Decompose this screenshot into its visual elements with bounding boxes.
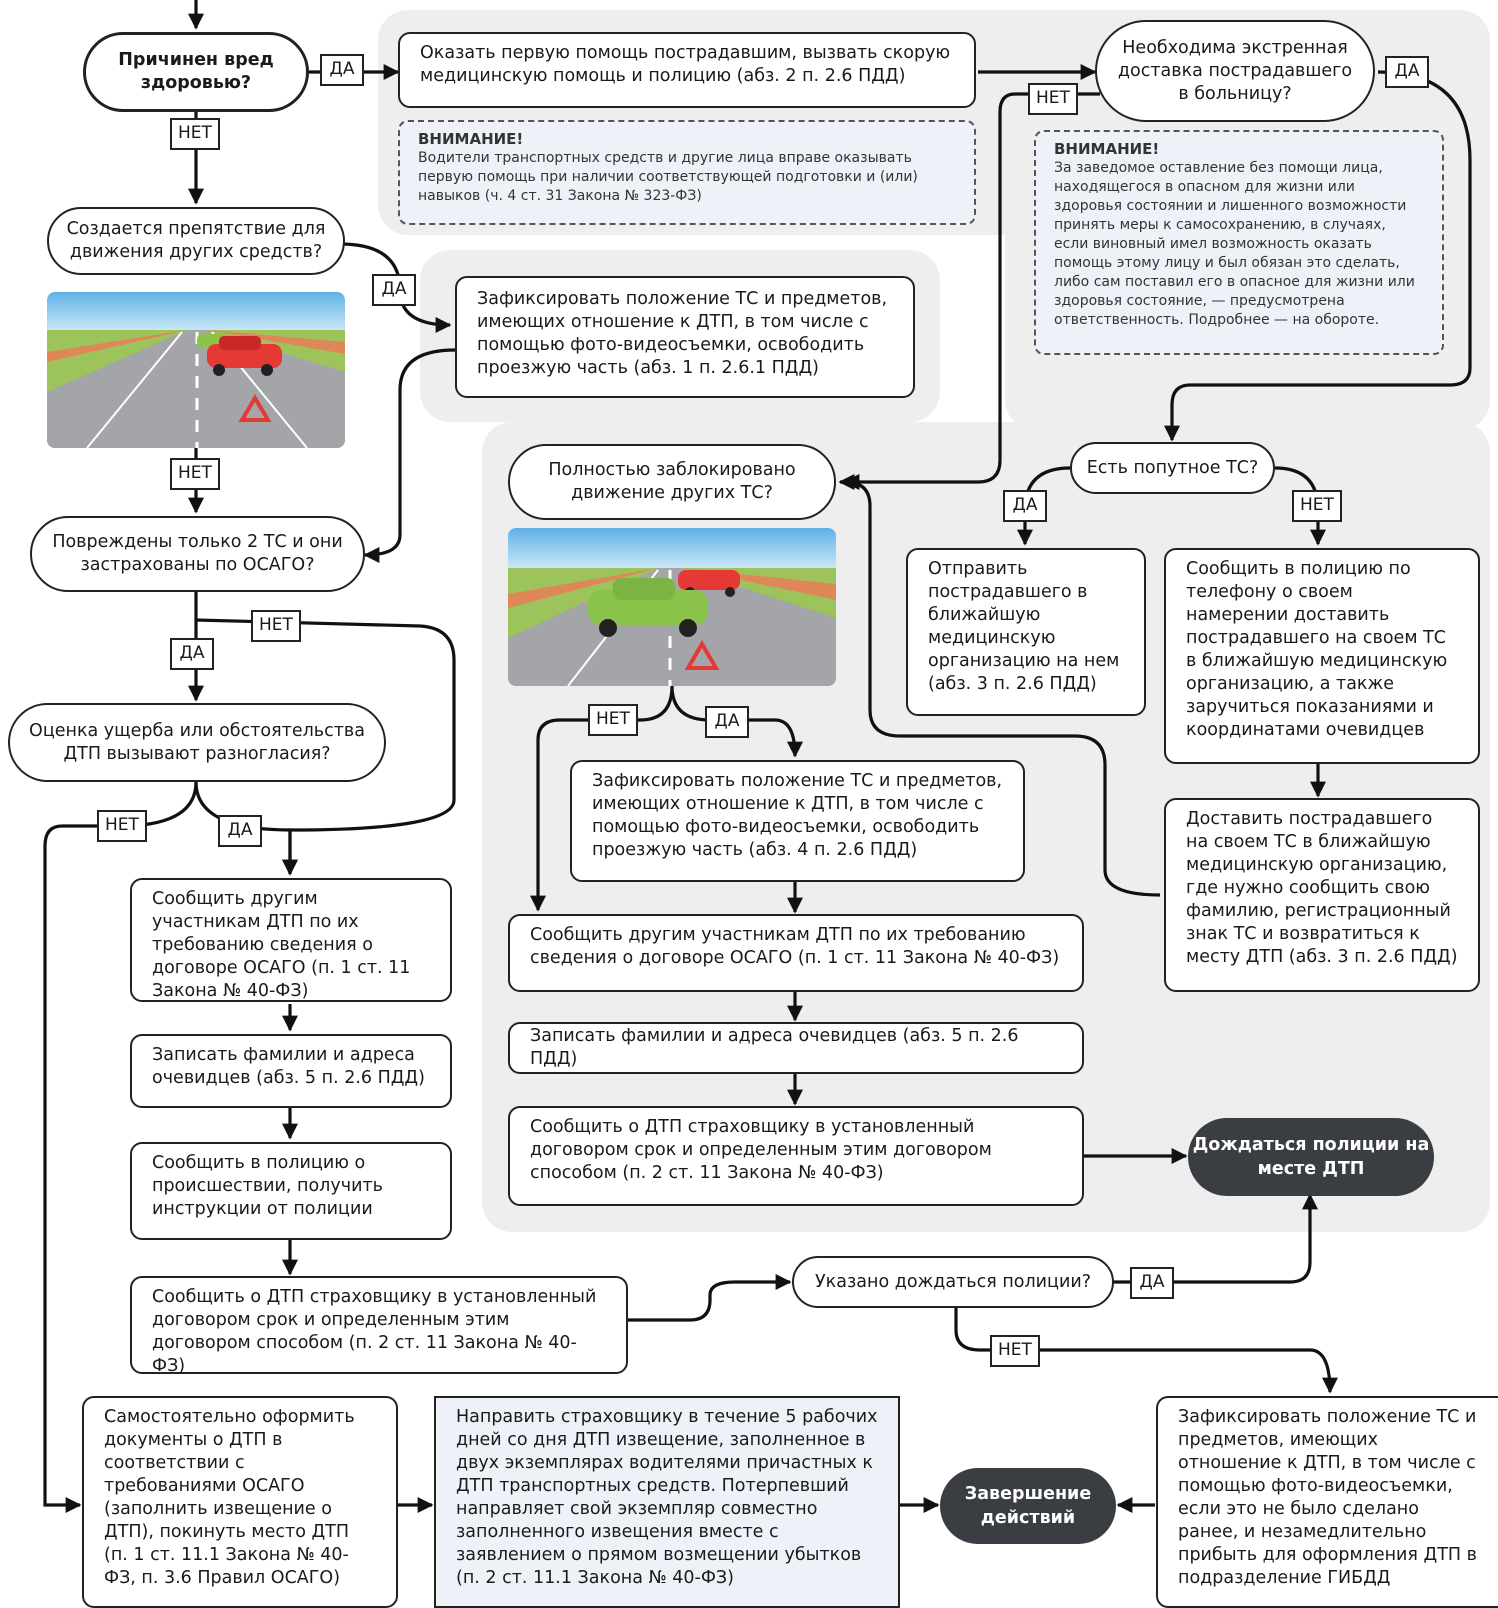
road-accident-illustration <box>47 292 345 448</box>
action-tell-osago-1: Сообщить другим участникам ДТП по их тре… <box>130 878 452 1002</box>
action-tell-osago-2: Сообщить другим участникам ДТП по их тре… <box>508 914 1084 992</box>
question-two-vehicles-osago: Повреждены только 2 ТС и они застрахован… <box>30 516 365 592</box>
action-insurer-2: Сообщить о ДТП страховщику в установленн… <box>508 1106 1084 1206</box>
question-harm-to-health: Причинен вред здоровью? <box>83 32 309 112</box>
action-fix-position-1: Зафиксировать положение ТС и предметов, … <box>455 276 915 398</box>
label-yes-passing: ДА <box>1003 490 1047 522</box>
label-no-passing: НЕТ <box>1292 490 1342 522</box>
label-no-obstacle: НЕТ <box>170 458 220 490</box>
label-no-harm: НЕТ <box>170 118 220 150</box>
note-leaving-without-help: ВНИМАНИЕ! За заведомое оставление без по… <box>1034 130 1444 355</box>
action-fix-position-3: Зафиксировать положение ТС и предметов, … <box>1156 1396 1498 1608</box>
action-police-instructions: Сообщить в полицию о происшествии, получ… <box>130 1142 452 1240</box>
label-no-two-cars: НЕТ <box>251 610 301 642</box>
note1-title: ВНИМАНИЕ! <box>418 130 524 148</box>
note-first-aid-rights: ВНИМАНИЕ! Водители транспортных средств … <box>398 120 976 225</box>
label-yes-told-wait: ДА <box>1130 1267 1174 1299</box>
road-scene-image-2 <box>508 528 836 686</box>
note1-text: Водители транспортных средств и другие л… <box>418 150 918 204</box>
label-no-emergency: НЕТ <box>1028 83 1078 115</box>
label-yes-blocked: ДА <box>705 706 749 738</box>
road-accident-illustration-2 <box>508 528 836 686</box>
question-traffic-blocked: Полностью заблокировано движение других … <box>508 444 836 520</box>
label-yes-obstacle: ДА <box>372 274 416 306</box>
label-yes-emergency: ДА <box>1385 56 1429 88</box>
terminal-wait-police: Дождаться полиции на месте ДТП <box>1188 1118 1434 1196</box>
question-obstacle: Создается препятствие для движения други… <box>47 207 345 275</box>
label-no-blocked: НЕТ <box>588 704 638 736</box>
action-fix-position-2: Зафиксировать положение ТС и предметов, … <box>570 760 1025 882</box>
note2-title: ВНИМАНИЕ! <box>1054 140 1160 158</box>
action-send-notice-insurer: Направить страховщику в течение 5 рабочи… <box>434 1396 900 1608</box>
action-self-documents: Самостоятельно оформить документы о ДТП … <box>82 1396 398 1608</box>
label-yes-two-cars: ДА <box>170 638 214 670</box>
road-scene-image-1 <box>47 292 345 448</box>
label-no-told-wait: НЕТ <box>990 1335 1040 1367</box>
question-told-to-wait: Указано дождаться полиции? <box>792 1256 1114 1308</box>
action-send-with-passing-vehicle: Отправить пострадавшего в ближайшую меди… <box>906 548 1146 716</box>
terminal-finish: Завершение действий <box>940 1468 1116 1544</box>
label-no-dispute: НЕТ <box>97 810 147 842</box>
action-insurer-1: Сообщить о ДТП страховщику в установленн… <box>130 1276 628 1376</box>
action-deliver-victim: Доставить пострадавшего на своем ТС в бл… <box>1164 798 1480 992</box>
question-dispute: Оценка ущерба или обстоятельства ДТП выз… <box>8 703 386 782</box>
question-passing-vehicle: Есть попутное ТС? <box>1070 442 1275 494</box>
action-first-aid: Оказать первую помощь пострадавшим, вызв… <box>398 32 976 108</box>
question-emergency-delivery: Необходима экстренная доставка пострадав… <box>1095 20 1375 122</box>
action-witnesses-1: Записать фамилии и адреса очевидцев (абз… <box>130 1034 452 1108</box>
note2-text: За заведомое оставление без помощи лица,… <box>1054 160 1415 328</box>
action-notify-police-delivery: Сообщить в полицию по телефону о своем н… <box>1164 548 1480 764</box>
label-yes-harm: ДА <box>320 54 364 86</box>
label-yes-dispute: ДА <box>218 815 262 847</box>
action-witnesses-2: Записать фамилии и адреса очевидцев (абз… <box>508 1022 1084 1074</box>
